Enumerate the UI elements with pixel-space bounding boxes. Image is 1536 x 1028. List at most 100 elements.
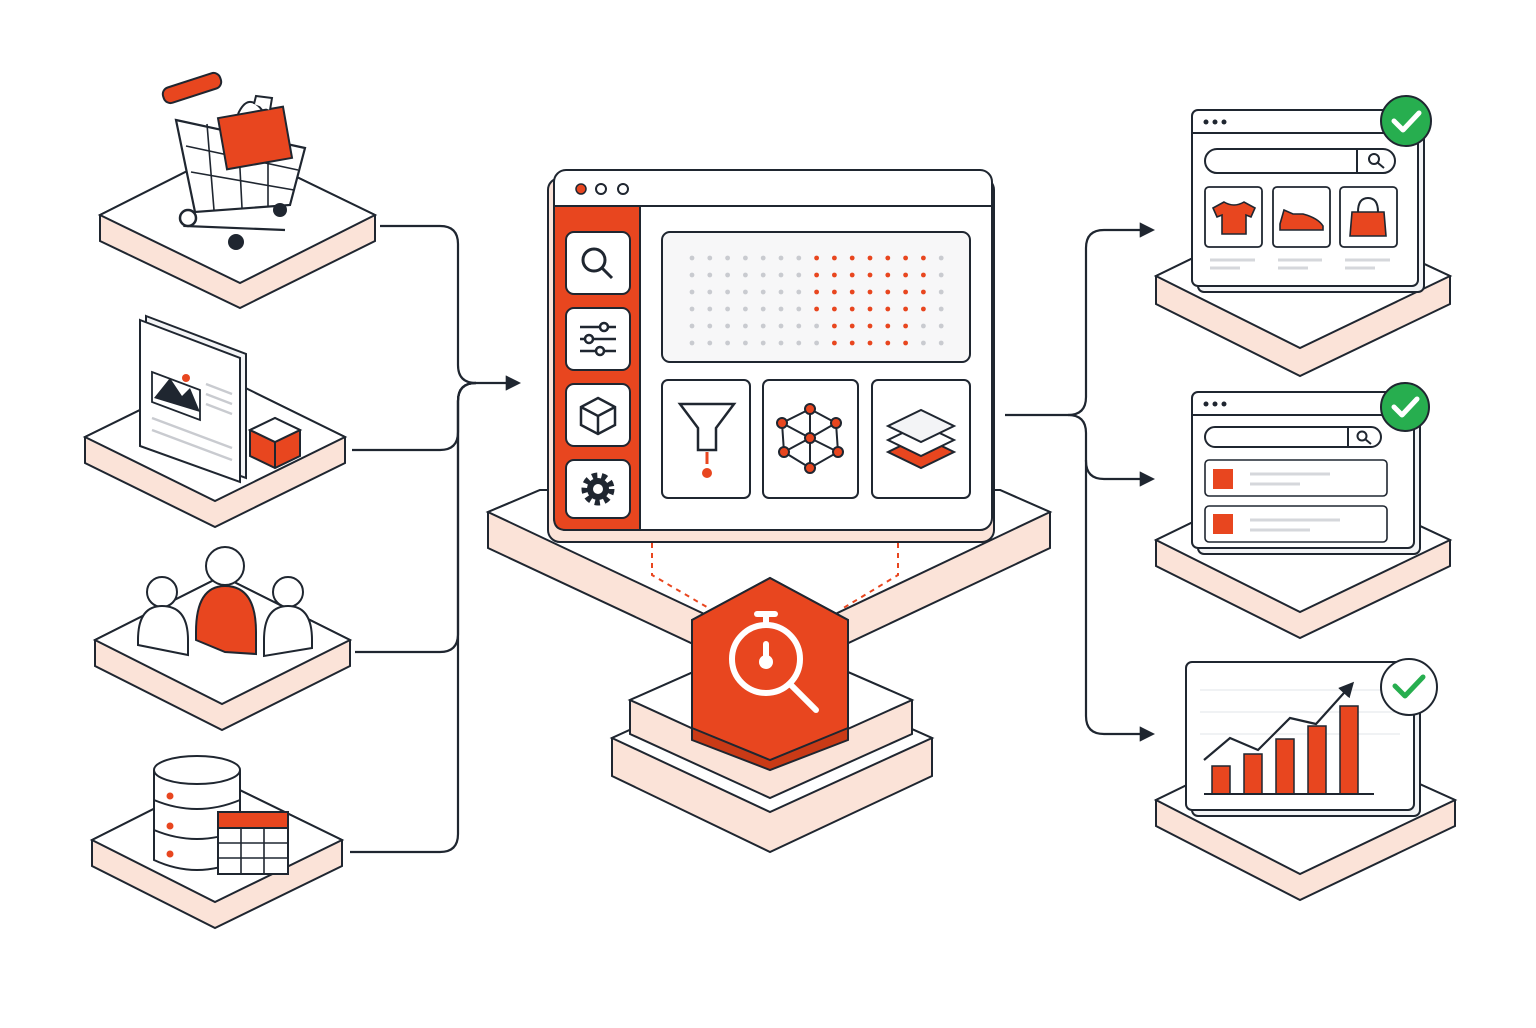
embedding-dot	[938, 306, 944, 312]
embedding-dot	[814, 340, 819, 346]
filters-tool-button[interactable]	[565, 307, 631, 371]
relevant-dot	[832, 255, 837, 261]
embedding-dot	[707, 340, 713, 346]
relevant-dot	[885, 306, 891, 312]
embedding-dot	[725, 255, 730, 261]
embedding-dot	[743, 272, 748, 278]
relevant-dot	[832, 272, 837, 278]
check-icon	[1391, 396, 1420, 418]
embedding-dot	[938, 340, 944, 346]
search-icon	[1368, 153, 1385, 169]
relevant-dot	[921, 306, 926, 312]
embedding-dot	[938, 289, 944, 295]
product-content-platform	[82, 314, 348, 529]
growth-bar	[1275, 738, 1295, 795]
relevant-dot	[849, 323, 855, 329]
product-grid-result	[1153, 95, 1453, 378]
shopping-cart-platform	[97, 71, 378, 310]
embedding-dot	[689, 272, 695, 278]
connector-data	[350, 381, 477, 854]
embedding-dot	[707, 306, 713, 312]
embedding-dot	[938, 323, 944, 329]
relevant-dot	[814, 289, 819, 295]
success-badge	[1380, 95, 1432, 147]
layers-icon	[885, 408, 957, 470]
relevant-dot	[903, 340, 908, 346]
embedding-dot	[689, 289, 695, 295]
sneaker-icon	[1279, 208, 1324, 231]
product-card-sneaker[interactable]	[1272, 186, 1331, 248]
embedding-dot-panel	[661, 231, 971, 363]
search-engine-hub[interactable]	[691, 576, 849, 772]
embedding-dot	[796, 340, 802, 346]
relevant-dot	[903, 289, 908, 295]
network-graph-icon	[776, 403, 844, 474]
embedding-dot	[707, 255, 713, 261]
input-connectors	[350, 224, 522, 854]
relevant-dot	[867, 340, 873, 346]
embedding-dot	[760, 272, 766, 278]
relevant-dot	[814, 272, 819, 278]
output-connectors	[1005, 222, 1156, 742]
embedding-dot	[725, 306, 730, 312]
handbag-icon	[1349, 196, 1387, 237]
relevant-dot	[832, 306, 837, 312]
user-group-icon	[137, 546, 313, 658]
product-card-handbag[interactable]	[1339, 186, 1398, 248]
gear-icon	[581, 472, 615, 506]
window-controls[interactable]	[575, 183, 629, 195]
tshirt-icon	[1211, 201, 1257, 235]
product-grid-window	[1191, 109, 1425, 293]
search-tool-button[interactable]	[565, 231, 631, 295]
success-badge	[1380, 382, 1430, 432]
graph-tool-card[interactable]	[762, 379, 859, 499]
embedding-dot	[778, 306, 784, 312]
embedding-dot	[796, 306, 802, 312]
filter-tool-card[interactable]	[661, 379, 751, 499]
growth-chart-result	[1153, 658, 1458, 902]
product-card-tshirt[interactable]	[1204, 186, 1263, 248]
relevant-dot	[921, 289, 926, 295]
relevant-dot	[849, 289, 855, 295]
layers-tool-card[interactable]	[871, 379, 971, 499]
relevant-dot	[903, 323, 908, 329]
search-icon	[581, 247, 614, 280]
relevant-dot	[849, 306, 855, 312]
search-bar[interactable]	[1204, 426, 1382, 448]
relevant-dot	[849, 255, 855, 261]
embedding-dot	[689, 323, 695, 329]
embedding-dot	[760, 306, 766, 312]
relevant-dot	[885, 323, 891, 329]
database-table-icon	[153, 755, 289, 875]
embedding-dot	[743, 289, 748, 295]
shopping-cart-icon	[161, 71, 307, 250]
data-platform	[89, 755, 345, 930]
result-row[interactable]	[1204, 459, 1388, 497]
relevant-dot	[885, 289, 891, 295]
check-icon	[1391, 110, 1422, 133]
settings-tool-button[interactable]	[565, 459, 631, 519]
embedding-dot	[689, 340, 695, 346]
embedding-dot	[725, 272, 730, 278]
relevant-dot	[849, 340, 855, 346]
models-tool-button[interactable]	[565, 383, 631, 447]
product-document-icon	[139, 314, 303, 484]
embedding-dot	[796, 272, 802, 278]
embedding-dot	[796, 323, 802, 329]
embedding-dot	[707, 272, 713, 278]
result-row[interactable]	[1204, 505, 1388, 543]
relevant-dot	[921, 272, 926, 278]
relevant-dot	[867, 272, 873, 278]
connector-to-list	[1067, 413, 1156, 487]
sliders-icon	[580, 321, 616, 357]
embedding-dot	[778, 289, 784, 295]
relevant-dot	[814, 306, 819, 312]
connector-from-dashboard	[1005, 222, 1156, 417]
trend-line	[1203, 681, 1355, 761]
embedding-dot	[938, 255, 944, 261]
search-bar[interactable]	[1204, 148, 1396, 174]
relevant-dot	[832, 289, 837, 295]
embedding-dot	[743, 323, 748, 329]
